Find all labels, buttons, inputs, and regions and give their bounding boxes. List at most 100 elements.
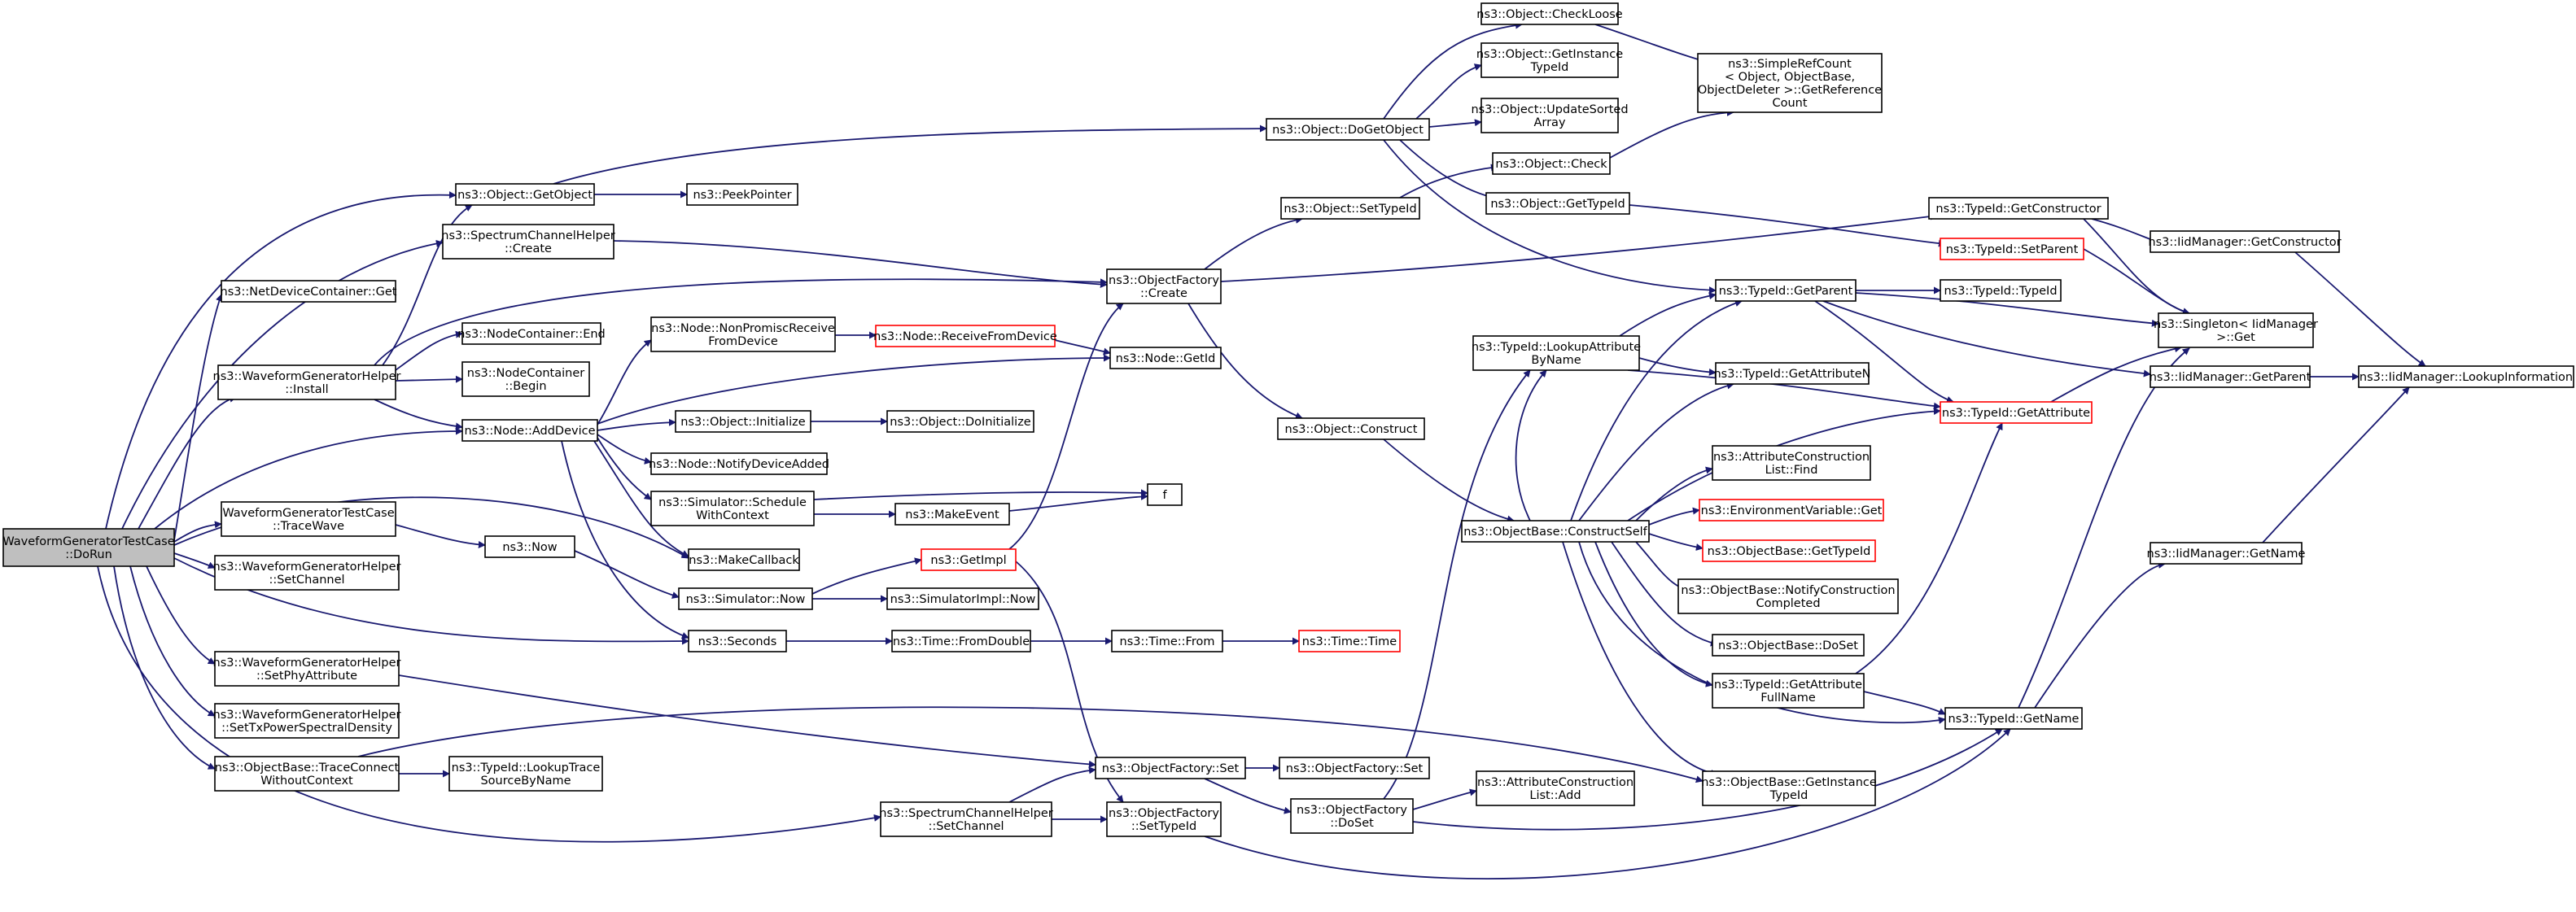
node-box — [886, 410, 1034, 433]
edge-ob_traceconnect-to-ob_getinstancetypeid — [357, 706, 1703, 783]
node-tid-typeid[interactable]: ns3::TypeId::TypeId — [1940, 279, 2062, 302]
node-box — [1702, 770, 1876, 806]
node-wgh-setchannel[interactable]: ns3::WaveformGeneratorHelper::SetChannel — [213, 555, 401, 591]
node-label: ns3::Node::GetId — [1116, 352, 1216, 365]
node-label: WaveformGeneratorTestCase — [222, 507, 394, 520]
node-iid-getname[interactable]: ns3::IidManager::GetName — [2147, 542, 2306, 565]
node-box — [221, 280, 396, 303]
node-label: ns3::Singleton< IidManager — [2154, 318, 2318, 331]
node-node-notifydevice[interactable]: ns3::Node::NotifyDeviceAdded — [649, 452, 829, 475]
node-ndc-get[interactable]: ns3::NetDeviceContainer::Get — [221, 280, 397, 303]
node-wgtc-tracewave[interactable]: WaveformGeneratorTestCase::TraceWave — [221, 501, 396, 537]
edge-of_settypeid-to-tid_getname — [1204, 728, 2011, 879]
node-obj-dogetobject[interactable]: ns3::Object::DoGetObject — [1266, 118, 1430, 141]
node-label: ns3::IidManager::LookupInformation — [2360, 371, 2573, 384]
node-nc-begin[interactable]: ns3::NodeContainer::Begin — [461, 361, 590, 397]
node-box — [1111, 630, 1223, 652]
node-sch-setchannel[interactable]: ns3::SpectrumChannelHelper::SetChannel — [879, 801, 1053, 837]
node-ob-notifyconstruction[interactable]: ns3::ObjectBase::NotifyConstructionCompl… — [1677, 578, 1899, 614]
node-node-adddevice[interactable]: ns3::Node::AddDevice — [461, 419, 598, 442]
node-wgh-settxpsd[interactable]: ns3::WaveformGeneratorHelper::SetTxPower… — [213, 703, 401, 739]
node-ob-constructself[interactable]: ns3::ObjectBase::ConstructSelf — [1461, 520, 1650, 543]
node-time-fromdouble[interactable]: ns3::Time::FromDouble — [891, 630, 1031, 652]
node-tid-getattribute[interactable]: ns3::TypeId::GetAttribute — [1940, 401, 2093, 424]
node-iid-lookupinfo[interactable]: ns3::IidManager::LookupInformation — [2358, 365, 2574, 388]
node-wgh-install[interactable]: ns3::WaveformGeneratorHelper::Install — [213, 364, 401, 400]
node-time-time[interactable]: ns3::Time::Time — [1298, 630, 1401, 652]
node-obj-gettypeid[interactable]: ns3::Object::GetTypeId — [1485, 192, 1630, 215]
edge-obj_gettypeid-to-tid_setparent — [1629, 204, 1946, 247]
edge-obj_dogetobject-to-obj_checkloose — [1383, 21, 1523, 120]
node-obj-check[interactable]: ns3::Object::Check — [1492, 152, 1611, 175]
node-of-doset[interactable]: ns3::ObjectFactory::DoSet — [1290, 798, 1414, 834]
node-now[interactable]: ns3::Now — [484, 535, 575, 558]
node-node-getid[interactable]: ns3::Node::GetId — [1109, 347, 1222, 369]
node-sim-now[interactable]: ns3::Simulator::Now — [678, 587, 813, 610]
node-box — [1715, 279, 1857, 302]
node-box — [1279, 757, 1430, 779]
node-obj-settypeid[interactable]: ns3::Object::SetTypeId — [1280, 197, 1420, 220]
node-tid-getparent[interactable]: ns3::TypeId::GetParent — [1715, 279, 1857, 302]
call-edges — [97, 21, 2426, 879]
node-box — [448, 756, 603, 792]
node-label: ::TraceWave — [273, 520, 344, 533]
node-label: ns3::Object::CheckLoose — [1476, 8, 1622, 21]
node-of-settypeid[interactable]: ns3::ObjectFactory::SetTypeId — [1106, 801, 1222, 837]
node-label: ns3::ObjectFactory — [1109, 807, 1219, 820]
node-peekpointer[interactable]: ns3::PeekPointer — [686, 183, 798, 206]
node-obj-getobject[interactable]: ns3::Object::GetObject — [455, 183, 595, 206]
node-tid-setparent[interactable]: ns3::TypeId::SetParent — [1940, 238, 2084, 260]
node-simplerefcount[interactable]: ns3::SimpleRefCount< Object, ObjectBase,… — [1697, 53, 1883, 113]
node-getimpl[interactable]: ns3::GetImpl — [921, 548, 1017, 571]
node-iid-getconstructor[interactable]: ns3::IidManager::GetConstructor — [2148, 230, 2342, 253]
node-node-receivefrom[interactable]: ns3::Node::ReceiveFromDevice — [873, 325, 1057, 347]
node-tid-getname[interactable]: ns3::TypeId::GetName — [1944, 707, 2083, 730]
node-label: ns3::ObjectBase::ConstructSelf — [1463, 526, 1647, 539]
node-f[interactable]: f — [1147, 483, 1183, 506]
node-obj-initialize[interactable]: ns3::Object::Initialize — [675, 410, 811, 433]
node-box — [894, 503, 1010, 526]
node-label: TypeId — [1769, 789, 1808, 802]
node-time-from[interactable]: ns3::Time::From — [1111, 630, 1223, 652]
node-simimpl-now[interactable]: ns3::SimulatorImpl::Now — [886, 587, 1039, 610]
node-tid-getattrn[interactable]: ns3::TypeId::GetAttributeN — [1713, 362, 1871, 385]
node-makecallback[interactable]: ns3::MakeCallback — [688, 548, 800, 571]
node-label: ns3::SimpleRefCount — [1728, 58, 1852, 71]
node-iid-getparent[interactable]: ns3::IidManager::GetParent — [2150, 365, 2311, 388]
node-box — [650, 452, 828, 475]
node-makeevent[interactable]: ns3::MakeEvent — [894, 503, 1010, 526]
node-nc-end[interactable]: ns3::NodeContainer::End — [457, 322, 606, 345]
node-label: ns3::ObjectFactory — [1297, 804, 1407, 817]
node-of-create[interactable]: ns3::ObjectFactory::Create — [1106, 268, 1222, 304]
node-obj-checkloose[interactable]: ns3::Object::CheckLoose — [1476, 2, 1623, 25]
node-objfactory-set[interactable]: ns3::ObjectFactory::Set — [1279, 757, 1430, 779]
edge-of_doset-to-acl_add — [1412, 788, 1477, 810]
node-box — [1702, 539, 1876, 562]
node-box — [1492, 152, 1611, 175]
node-wgh-setphy[interactable]: ns3::WaveformGeneratorHelper::SetPhyAttr… — [213, 651, 401, 687]
node-envvar-get[interactable]: ns3::EnvironmentVariable::Get — [1699, 499, 1884, 521]
node-label: ns3::MakeEvent — [905, 508, 999, 521]
node-singleton-get[interactable]: ns3::Singleton< IidManager >::Get — [2154, 312, 2318, 348]
node-of-set[interactable]: ns3::ObjectFactory::Set — [1095, 757, 1246, 779]
node-obj-construct[interactable]: ns3::Object::Construct — [1277, 417, 1425, 440]
node-seconds[interactable]: ns3::Seconds — [688, 630, 787, 652]
node-ob-doset[interactable]: ns3::ObjectBase::DoSet — [1712, 634, 1865, 657]
node-box — [875, 325, 1056, 347]
node-box — [1290, 798, 1414, 834]
node-ob-traceconnect[interactable]: ns3::ObjectBase::TraceConnectWithoutCont… — [214, 756, 400, 792]
node-obj-doinitialize[interactable]: ns3::Object::DoInitialize — [886, 410, 1034, 433]
node-sch-create[interactable]: ns3::SpectrumChannelHelper::Create — [441, 224, 615, 260]
node-tid-getconstructor[interactable]: ns3::TypeId::GetConstructor — [1928, 197, 2109, 220]
node-ob-gettypeid[interactable]: ns3::ObjectBase::GetTypeId — [1702, 539, 1876, 562]
